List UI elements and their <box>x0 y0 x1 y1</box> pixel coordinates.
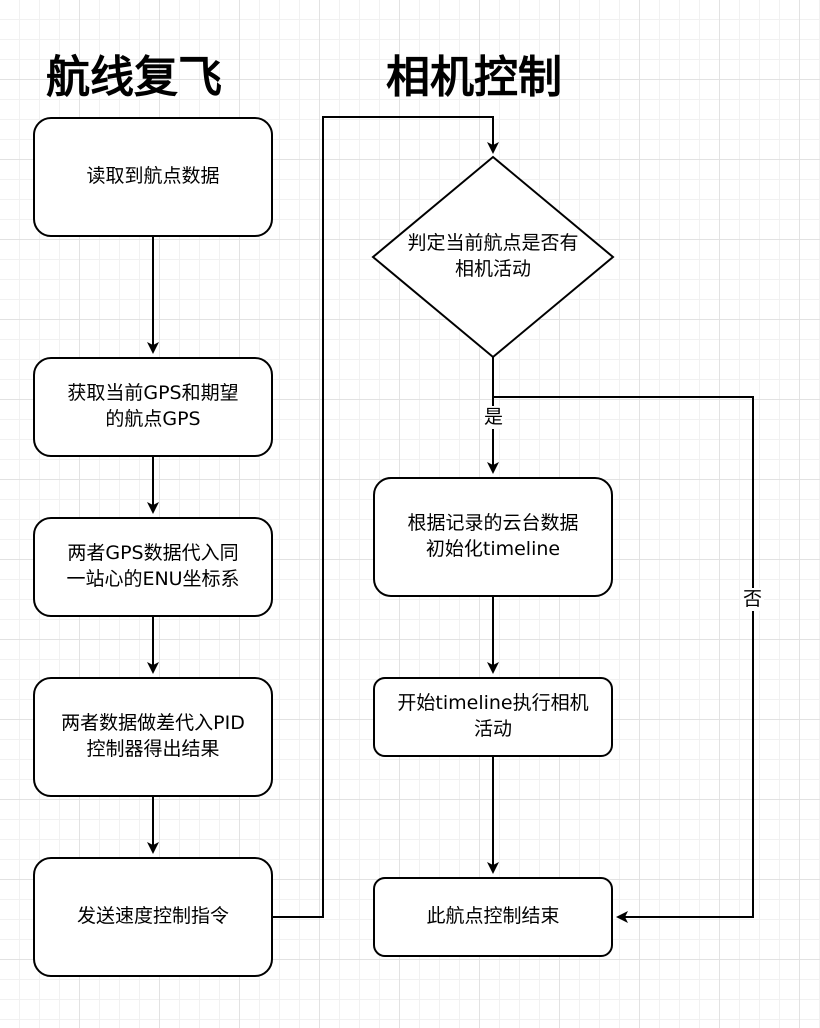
node-run-timeline[interactable]: 开始timeline执行相机 活动 <box>373 677 613 757</box>
decision-label: 判定当前航点是否有 相机活动 <box>375 217 611 297</box>
edge-label-yes: 是 <box>482 406 506 429</box>
node-init-timeline[interactable]: 根据记录的云台数据 初始化timeline <box>373 477 613 597</box>
node-get-gps-label: 获取当前GPS和期望 的航点GPS <box>67 382 239 430</box>
node-read-waypoint[interactable]: 读取到航点数据 <box>33 117 273 237</box>
edge-decision-no <box>493 396 754 923</box>
node-get-gps[interactable]: 获取当前GPS和期望 的航点GPS <box>33 357 273 457</box>
node-to-enu-label: 两者GPS数据代入同 一站心的ENU坐标系 <box>66 542 240 590</box>
decision-label-text: 判定当前航点是否有 相机活动 <box>407 232 579 280</box>
node-run-timeline-label: 开始timeline执行相机 活动 <box>397 692 589 740</box>
edge-send-to-decision <box>273 116 499 918</box>
node-send-speed[interactable]: 发送速度控制指令 <box>33 857 273 977</box>
node-to-enu[interactable]: 两者GPS数据代入同 一站心的ENU坐标系 <box>33 517 273 617</box>
left-title: 航线复飞 <box>46 52 222 103</box>
node-end-label: 此航点控制结束 <box>426 905 560 928</box>
node-read-waypoint-label: 读取到航点数据 <box>86 165 220 188</box>
right-title: 相机控制 <box>386 52 562 103</box>
node-pid[interactable]: 两者数据做差代入PID 控制器得出结果 <box>33 677 273 797</box>
node-pid-label: 两者数据做差代入PID 控制器得出结果 <box>61 712 245 760</box>
edge-label-no: 否 <box>741 588 765 611</box>
node-end[interactable]: 此航点控制结束 <box>373 877 613 957</box>
node-init-timeline-label: 根据记录的云台数据 初始化timeline <box>407 512 579 560</box>
node-send-speed-label: 发送速度控制指令 <box>76 905 229 928</box>
